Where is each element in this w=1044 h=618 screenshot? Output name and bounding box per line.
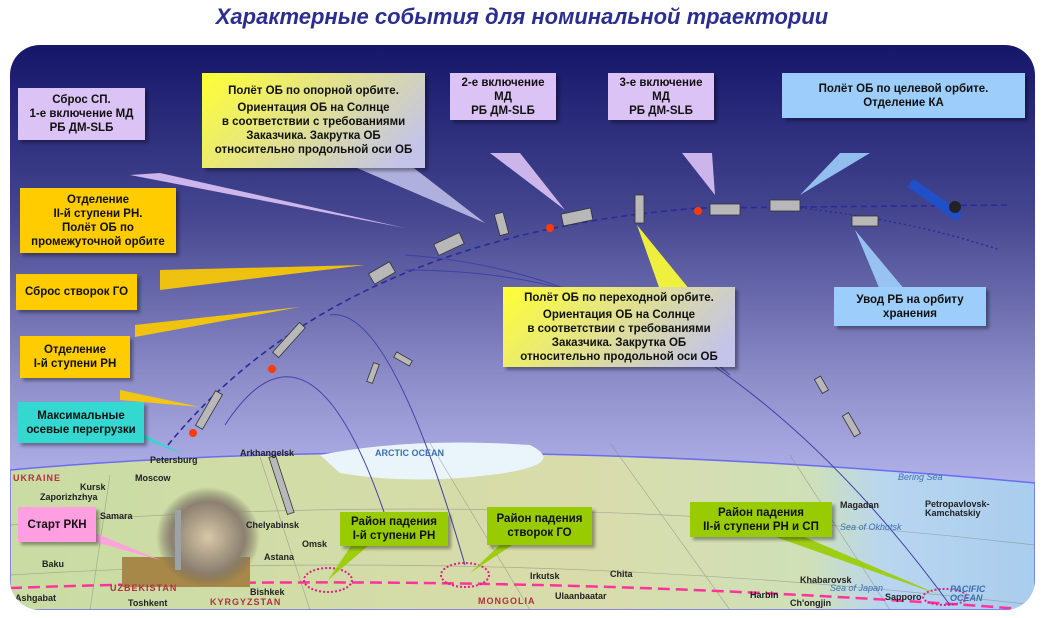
callout-pointers [88, 153, 940, 595]
callout-line: 2-е включение МД [461, 76, 545, 103]
callout-line: осевые перегрузки [26, 423, 136, 436]
callout-line: РБ ДМ-SLБ [629, 104, 693, 117]
callout-line: Отделение КА [863, 96, 944, 109]
callout-line: Ориентация ОБ на Солнце [542, 308, 696, 321]
callout-sp-drop: Сброс СП. 1-е включение МД РБ ДМ-SLБ [18, 88, 145, 140]
impact-zone-1 [303, 567, 353, 593]
city-label: Petersburg [150, 455, 198, 465]
callout-line: Старт РКН [27, 518, 87, 531]
callout-line: промежуточной орбите [31, 235, 165, 248]
city-label: Ashgabat [15, 593, 57, 603]
city-label: Toshkent [128, 598, 168, 608]
city-label: Arkhangelsk [240, 448, 295, 458]
impact-zone-fairing [440, 562, 490, 588]
callout-stage1-separation: Отделение I-й ступени РН [20, 336, 130, 378]
sea-label: Sea of Japan [830, 583, 884, 593]
city-label: Astana [264, 552, 295, 562]
city-label: Chita [610, 569, 633, 579]
callout-line: II-й ступени РН и СП [703, 520, 819, 533]
callout-line: в соответствии с требованиями [221, 116, 406, 128]
callout-line: 3-е включение МД [619, 76, 703, 103]
callout-line: I-й ступени РН [352, 530, 436, 542]
ascent-trajectory [167, 204, 1011, 446]
callout-line: I-й ступени РН [33, 358, 117, 370]
engine-flame-icons [189, 207, 702, 437]
sea-label: Bering Sea [898, 472, 943, 482]
callout-line: Отделение [66, 193, 130, 206]
callout-line: 1-е включение МД [29, 108, 134, 120]
vehicle-icons [194, 194, 879, 515]
callout-line: II-й ступени РН. [53, 207, 143, 220]
callout-line: Полёт ОБ по [62, 221, 134, 234]
callout-stage2-separation: Отделение II-й ступени РН. Полёт ОБ по п… [20, 188, 176, 253]
callout-line: Район падения [496, 513, 583, 525]
sea-label: PACIFIC OCEAN [950, 584, 986, 603]
callout-impact-fairing: Район падения створок ГО [487, 507, 592, 545]
callout-max-load: Максимальные осевые перегрузки [18, 402, 144, 443]
smoke-cloud [156, 487, 260, 587]
callout-line: Отделение [43, 344, 107, 356]
city-label: Irkutsk [530, 571, 560, 581]
diagram-panel: Petersburg Arkhangelsk Moscow Kursk Zapo… [10, 45, 1035, 610]
sea-label: Sea of Okhotsk [840, 522, 902, 532]
page-title: Характерные события для номинальной трае… [215, 4, 829, 29]
callout-line: Максимальные [37, 409, 125, 422]
callout-line: относительно продольной оси ОБ [214, 144, 413, 156]
city-label: Chelyabinsk [246, 520, 300, 530]
city-label: Khabarovsk [800, 575, 852, 585]
callout-line: РБ ДМ-SLБ [471, 104, 535, 117]
callout-impact-stage1: Район падения I-й ступени РН [340, 512, 448, 546]
city-label: Magadan [840, 500, 880, 510]
storage-orbit-path [799, 207, 1001, 251]
callout-line: Ориентация ОБ на Солнце [237, 102, 390, 114]
city-label: Moscow [135, 473, 171, 483]
country-label: KYRGYZSTAN [210, 597, 282, 607]
city-label: Omsk [302, 539, 328, 549]
callout-line: Полёт ОБ по целевой орбите. [818, 82, 989, 95]
callout-line: Район падения [351, 516, 437, 528]
country-label: UKRAINE [13, 473, 62, 483]
city-label: Petropavlovsk-Kamchatskiy [925, 499, 990, 518]
callout-line: хранения [883, 307, 937, 320]
city-label: Bishkek [250, 587, 285, 597]
callout-fairing-drop: Сброс створок ГО [16, 274, 137, 310]
city-label: Ulaanbaatar [555, 591, 607, 601]
country-label: UZBEKISTAN [110, 583, 178, 593]
city-label: Ch'ongjin [790, 598, 832, 608]
callout-line: Заказчика. Закрутка ОБ [246, 130, 381, 142]
callout-impact-stage2: Район падения II-й ступени РН и СП [690, 502, 832, 537]
callout-reference-orbit: Полёт ОБ по опорной орбите. Ориентация О… [202, 73, 425, 168]
city-label: Zaporizhzhya [40, 492, 98, 502]
callout-heading: Полёт ОБ по переходной орбите. [524, 291, 714, 304]
callout-line: створок ГО [507, 527, 572, 539]
callout-line: Заказчика. Закрутка ОБ [551, 336, 687, 349]
callout-line: в соответствии с требованиями [527, 322, 711, 335]
callout-line: РБ ДМ-SLБ [49, 122, 114, 134]
callout-burn-3: 3-е включение МД РБ ДМ-SLБ [608, 73, 714, 120]
city-label: Samara [100, 511, 133, 521]
callout-line: Сброс СП. [52, 94, 111, 106]
satellite-solar-panel-icon [907, 178, 963, 222]
impact-zone-2 [922, 588, 968, 606]
callout-heading: Полёт ОБ по опорной орбите. [228, 85, 399, 97]
city-label: Kursk [80, 482, 106, 492]
callout-line: Сброс створок ГО [24, 286, 129, 298]
city-label: Baku [42, 559, 65, 569]
callout-storage-orbit: Увод РБ на орбиту хранения [834, 287, 986, 326]
callout-burn-2: 2-е включение МД РБ ДМ-SLБ [450, 73, 556, 120]
callout-line: относительно продольной оси ОБ [520, 350, 718, 363]
callout-line: Увод РБ на орбиту [856, 293, 964, 306]
sea-label: ARCTIC OCEAN [375, 448, 444, 458]
country-label: MONGOLIA [478, 596, 536, 606]
callout-target-orbit: Полёт ОБ по целевой орбите. Отделение КА [782, 73, 1025, 118]
city-label: Harbin [750, 590, 779, 600]
satellite-icon [949, 201, 961, 213]
callout-transfer-orbit: Полёт ОБ по переходной орбите. Ориентаци… [503, 287, 735, 367]
launch-rocket [175, 510, 181, 570]
callout-line: Район падения [718, 506, 804, 519]
city-label: Sapporo [885, 592, 922, 602]
callout-launch: Старт РКН [18, 507, 96, 542]
